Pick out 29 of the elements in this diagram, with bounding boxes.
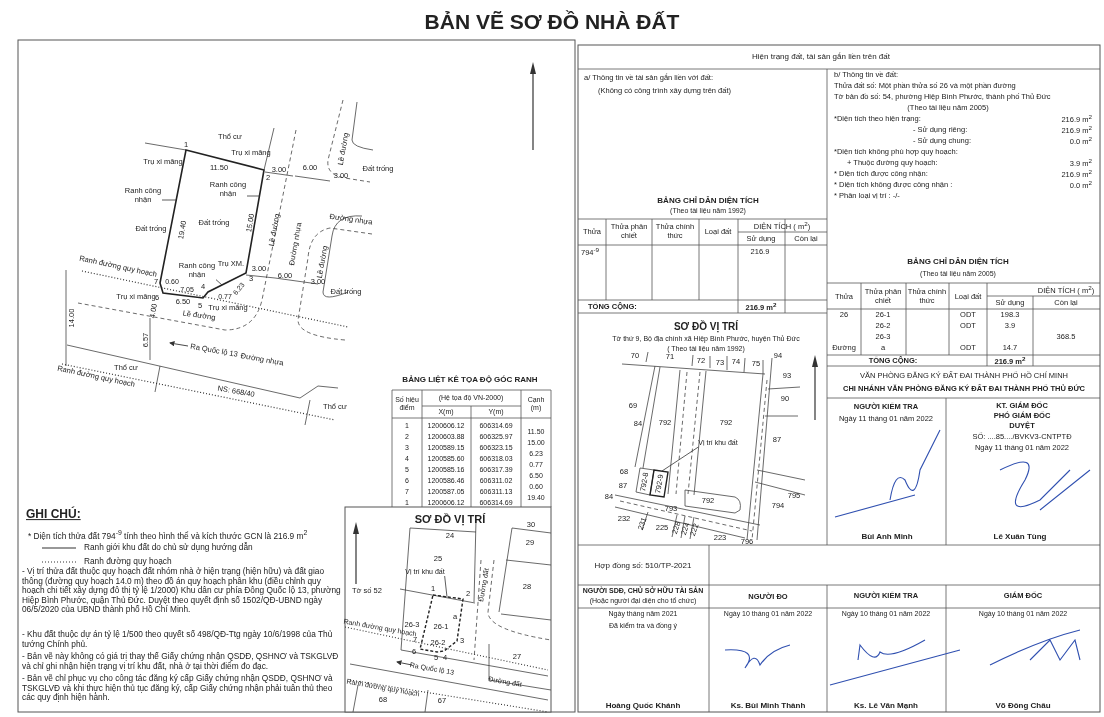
- note-text: - Bản vẽ chỉ phục vụ cho công tác đăng ký cấp Giấy chứng nhận QSDĐ, QSHNƠ và TSKGLVĐ và khi thực hiện thủ tục đăng ký, cấp Giấy chứng nhận phải tuân thủ theo các quy định hiện hành.: [22, 674, 334, 703]
- table-title: BẢNG LIỆT KÊ TỌA ĐỘ GÓC RANH: [402, 375, 538, 385]
- leader-line: [444, 575, 448, 598]
- table-title: BẢNG CHỈ DẪN DIỆN TÍCH: [657, 196, 759, 206]
- section-heading: Hiện trạng đất, tài sản gắn liền trên đất: [752, 52, 890, 62]
- note-heading: GHI CHÚ:: [26, 508, 81, 522]
- signer-name: Hoàng Quốc Khánh: [605, 701, 681, 711]
- note-text: - Bản vẽ này không có giá trị thay thế Giấy chứng nhận QSDĐ, QSHNƠ và TSKGLVĐ và chỉ ghi nhận hiện trạng vị trí khu đất, nhà ở tại thời điểm đo đạc.: [22, 652, 340, 672]
- signer-name: Lê Xuân Tùng: [993, 532, 1047, 542]
- leader-line: [661, 446, 699, 472]
- legend-text: Ranh giới khu đất do chủ sử dụng hướng dẫn: [84, 543, 253, 553]
- note-text: * Diện tích thửa đất 794$^{-9}$ tính theo hình thể và kích thước GCN là 216.9 m$^{2}$: [28, 528, 308, 542]
- leader-line: [215, 279, 223, 286]
- contract-number: Hợp đồng số: 510/TP-2021: [594, 561, 692, 571]
- signer-name: Ks. Lê Văn Mạnh: [854, 701, 918, 711]
- signer-name: Bùi Anh Minh: [861, 532, 913, 542]
- land-parcel-outline: [649, 469, 669, 498]
- page-title: BẢN VẼ SƠ ĐỒ NHÀ ĐẤT: [424, 9, 680, 35]
- note-text: - Khu đất thuộc dự án tỷ lệ 1/500 theo quyết số 498/QĐ-Ttg ngày 10/6/1998 của Thủ tướng Chính phủ.: [22, 630, 334, 650]
- note-text: - Vị trí thửa đất thuộc quy hoạch đất nhóm nhà ở hiện trạng (hiện hữu) và đất giao thông (đường quy hoạch 14.0 m) theo đồ án quy hoạch phân khu (điều chỉnh quy hoạch chi tiết xây dựng đô thị tỷ lệ 1/2000) Khu dân cư phía Đông Quốc lộ 13, phường Hiệp Bình Phước, quận Thủ Đức. Duyệt theo quyết định số 1502/QĐ-UBND ngày 06/5/2020 của UBND thành phố Hồ Chí Minh.: [22, 567, 342, 615]
- map-title: SƠ ĐỒ VỊ TRÍ: [673, 321, 739, 333]
- leader-line: [161, 199, 177, 201]
- leader-line: [246, 195, 261, 197]
- signer-name: Ks. Bùi Minh Thành: [730, 701, 806, 711]
- table-title: BẢNG CHỈ DẪN DIỆN TÍCH: [907, 257, 1009, 267]
- land-parcel-outline: [419, 594, 464, 653]
- legend-text: Ranh đường quy hoạch: [84, 557, 172, 567]
- signer-name: Võ Đông Châu: [995, 701, 1051, 711]
- map-title: SƠ ĐỒ VỊ TRÍ: [414, 512, 486, 526]
